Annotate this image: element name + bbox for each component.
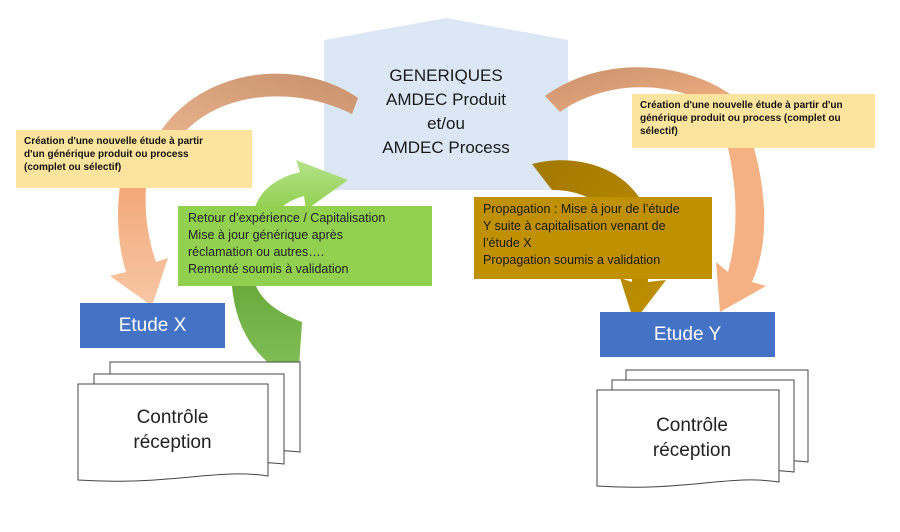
arrow-right-top (545, 67, 730, 112)
generics-line: et/ou (427, 114, 465, 133)
note-line: générique produit ou process (complet ou (640, 113, 841, 124)
propagation-line: l’étude X (483, 236, 532, 250)
document-line: réception (133, 432, 212, 453)
note-creation-left: Création d'une nouvelle étude à partir d… (16, 130, 252, 188)
feedback-line: réclamation ou autres…. (188, 245, 325, 259)
document-line: Contrôle (656, 415, 728, 436)
arrow-left-top (160, 73, 358, 140)
note-line: d'un générique produit ou process (24, 149, 189, 160)
propagation-line: Propagation soumis a validation (483, 253, 661, 267)
note-line: Création d'une nouvelle étude à partir (24, 136, 204, 147)
generics-line: AMDEC Process (382, 138, 510, 157)
document-x-text: Contrôle réception (75, 405, 270, 455)
note-line: (complet ou sélectif) (24, 162, 122, 173)
arrow-left-down (110, 186, 168, 306)
study-y-box: Etude Y (600, 312, 775, 357)
document-stack-x (77, 361, 301, 482)
propagation-line: Y suite à capitalisation venant de (483, 219, 666, 233)
arrow-feedback-dark (232, 286, 302, 382)
generics-box (324, 18, 568, 190)
generics-line: GENERIQUES (389, 66, 503, 85)
feedback-line: Retour d’expérience / Capitalisation (188, 211, 386, 225)
document-line: Contrôle (136, 407, 209, 428)
arrow-feedback-up (254, 160, 348, 210)
arrow-right-down (716, 148, 766, 312)
note-creation-right: Création d'une nouvelle étude à partir d… (632, 94, 875, 148)
feedback-line: Remonté soumis à validation (188, 262, 349, 276)
document-y-text: Contrôle réception (597, 413, 787, 463)
propagation-line: Propagation : Mise à jour de l’étude (483, 202, 680, 216)
generics-text: GENERIQUES AMDEC Produit et/ou AMDEC Pro… (330, 64, 562, 160)
generics-line: AMDEC Produit (386, 90, 506, 109)
feedback-box: Retour d’expérience / Capitalisation Mis… (178, 206, 432, 286)
document-stack-y (596, 369, 809, 488)
document-line: réception (652, 440, 732, 461)
note-line: Création d'une nouvelle étude à partir d… (640, 100, 843, 111)
note-line: sélectif) (640, 126, 678, 137)
feedback-line: Mise à jour générique après (188, 228, 343, 242)
propagation-box: Propagation : Mise à jour de l’étude Y s… (474, 197, 712, 279)
study-x-box: Etude X (80, 303, 225, 348)
